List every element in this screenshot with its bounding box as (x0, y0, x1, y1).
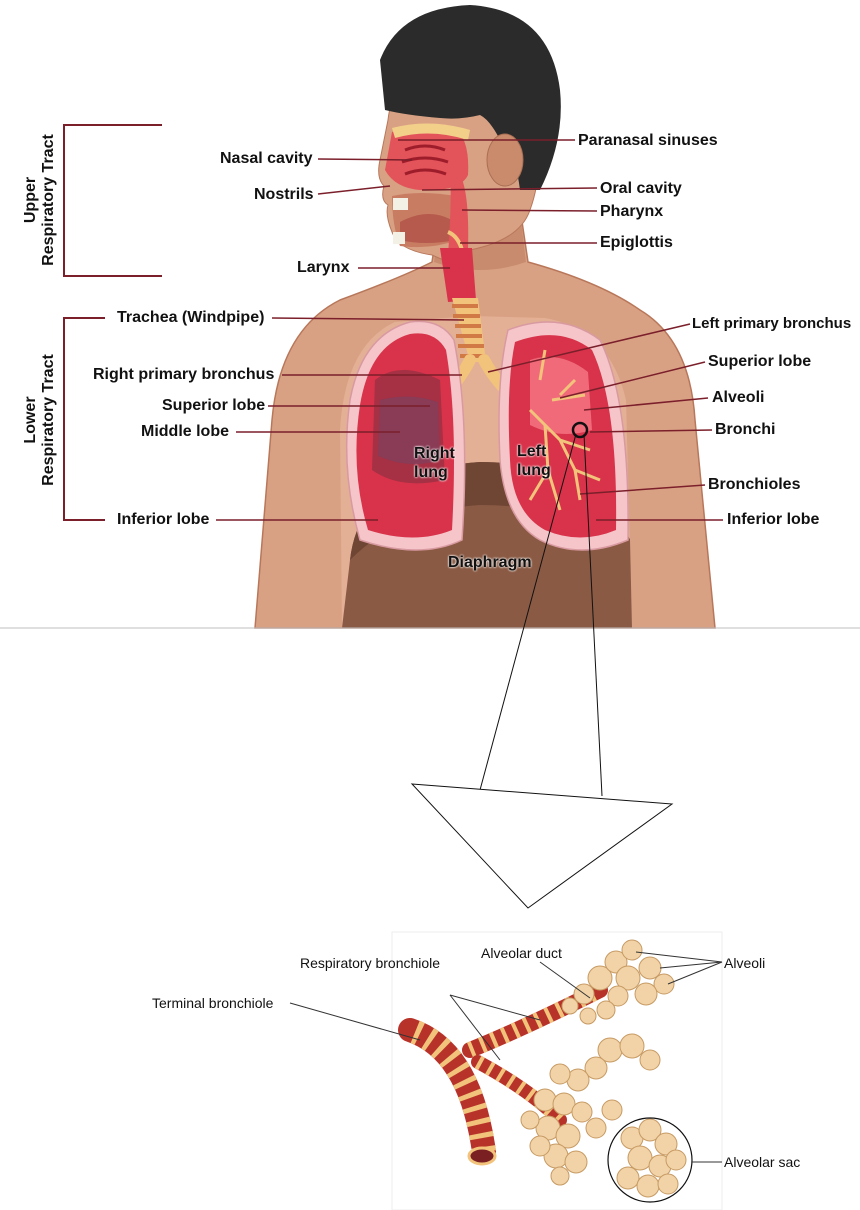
label-bronchi: Bronchi (715, 421, 775, 439)
label-terminal-bronchiole: Terminal bronchiole (152, 995, 273, 1011)
label-left-lung-line1: Left (517, 442, 551, 461)
label-left-primary-bronchus: Left primary bronchus (692, 315, 851, 333)
label-trachea: Trachea (Windpipe) (117, 309, 264, 327)
label-paranasal-sinuses: Paranasal sinuses (578, 132, 718, 150)
ear (487, 134, 523, 186)
label-pharynx: Pharynx (600, 203, 663, 221)
label-larynx: Larynx (297, 259, 349, 277)
label-alveoli: Alveoli (712, 389, 764, 407)
lower-tract-title: Lower Respiratory Tract (22, 330, 58, 510)
alveoli-detail (290, 932, 722, 1210)
label-right-lung-line1: Right (414, 444, 455, 463)
upper-tract-bracket (64, 125, 162, 276)
label-inferior-lobe-right: Inferior lobe (117, 511, 209, 529)
label-epiglottis: Epiglottis (600, 234, 673, 252)
label-inferior-lobe-left: Inferior lobe (727, 511, 819, 529)
upper-tract-title-line1: Upper (22, 110, 40, 290)
leader-nasal-cavity (318, 159, 412, 160)
label-oral-cavity: Oral cavity (600, 180, 682, 198)
lower-tract-title-line2: Respiratory Tract (40, 330, 58, 510)
label-left-lung-line2: lung (517, 461, 551, 480)
label-middle-lobe: Middle lobe (141, 423, 229, 441)
label-detail-alveoli: Alveoli (724, 955, 765, 971)
label-left-lung: Left lung (517, 442, 551, 480)
lower-tract-bracket (64, 318, 105, 520)
leader-pharynx (462, 210, 597, 211)
tube-opening (469, 1148, 495, 1164)
label-bronchioles: Bronchioles (708, 476, 800, 494)
zoom-arrow (412, 784, 672, 908)
label-superior-lobe-right: Superior lobe (162, 397, 265, 415)
label-alveolar-duct: Alveolar duct (481, 945, 562, 961)
label-right-primary-bronchus: Right primary bronchus (93, 366, 274, 384)
tongue (400, 214, 456, 243)
label-right-lung: Right lung (414, 444, 455, 482)
label-nostrils: Nostrils (254, 186, 314, 204)
label-superior-lobe-left: Superior lobe (708, 353, 811, 371)
upper-tract-title-line2: Respiratory Tract (40, 110, 58, 290)
label-nasal-cavity: Nasal cavity (220, 150, 313, 168)
lower-tract-title-line1: Lower (22, 330, 40, 510)
label-diaphragm: Diaphragm (448, 553, 532, 572)
label-respiratory-bronchiole: Respiratory bronchiole (300, 955, 440, 971)
head-illustration (379, 5, 561, 302)
upper-tract-title: Upper Respiratory Tract (22, 110, 58, 290)
label-right-lung-line2: lung (414, 463, 455, 482)
label-alveolar-sac: Alveolar sac (724, 1154, 800, 1170)
leader-nostrils (318, 186, 390, 194)
